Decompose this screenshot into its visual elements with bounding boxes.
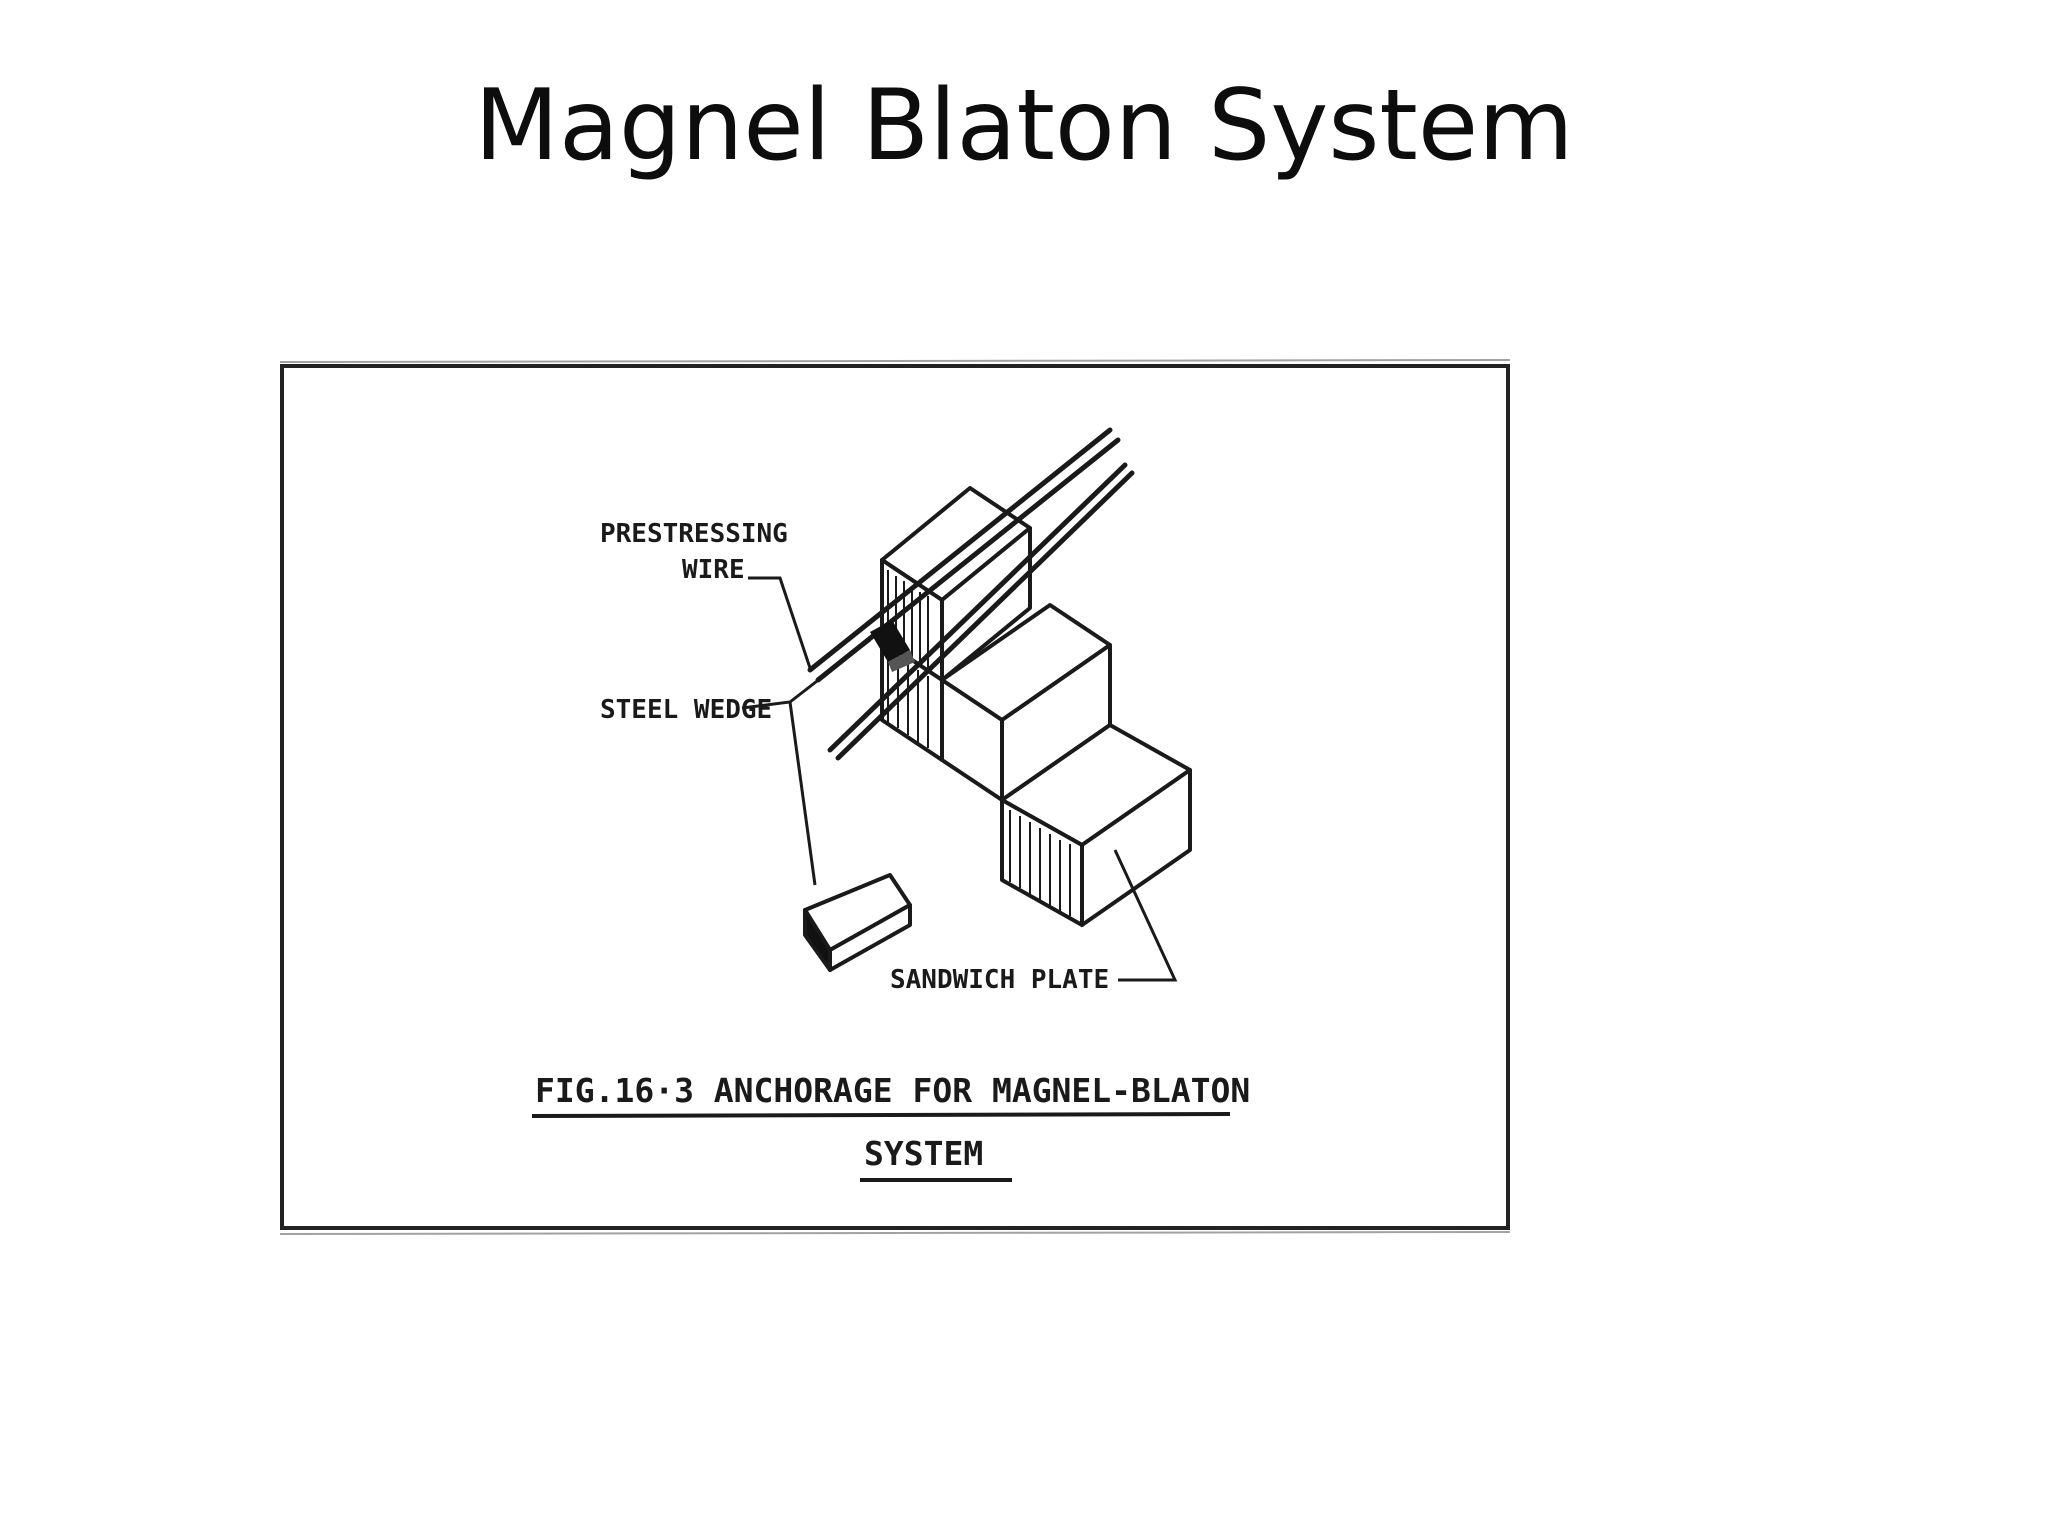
steel-wedge-drawing xyxy=(870,620,910,662)
detached-wedge-drawing xyxy=(803,873,912,972)
sandwich-plate-drawing xyxy=(880,486,1192,927)
figure-caption-line2: SYSTEM xyxy=(864,1134,983,1173)
figure-border xyxy=(280,364,1510,1230)
label-prestressing-line2: WIRE xyxy=(682,555,745,585)
label-prestressing-line1: PRESTRESSING xyxy=(600,519,788,549)
anchorage-figure: PRESTRESSING WIRE STEEL WEDGE SANDWICH P… xyxy=(270,350,1520,1250)
slide-title: Magnel Blaton System xyxy=(474,69,1574,183)
label-steel-wedge: STEEL WEDGE xyxy=(600,695,772,725)
anchorage-diagram: PRESTRESSING WIRE STEEL WEDGE SANDWICH P… xyxy=(279,359,1511,1235)
prestressing-wires xyxy=(807,427,1135,761)
figure-caption-line1: FIG.16·3 ANCHORAGE FOR MAGNEL-BLATON xyxy=(535,1071,1250,1110)
label-sandwich-plate: SANDWICH PLATE xyxy=(890,965,1109,995)
